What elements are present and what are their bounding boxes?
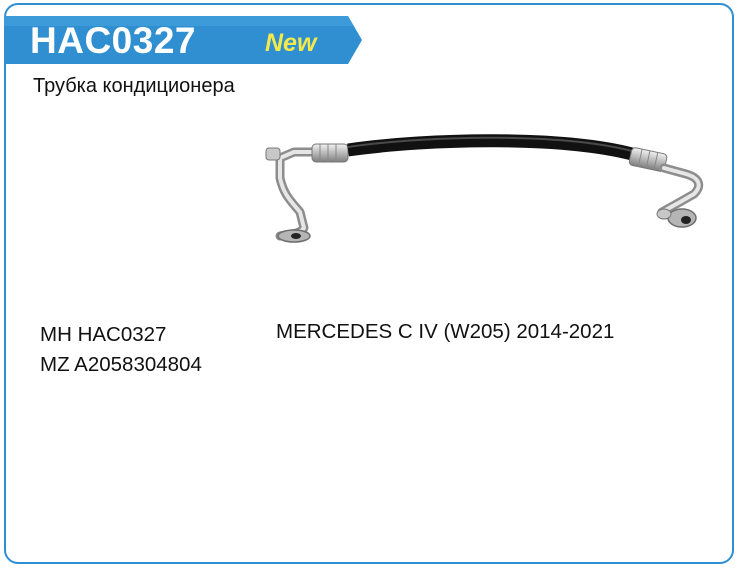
ac-pipe-icon [262, 130, 712, 250]
vehicle-application: MERCEDES C IV (W205) 2014-2021 [276, 320, 615, 343]
product-card [4, 3, 734, 564]
header-banner [4, 16, 362, 64]
product-description: Трубка кондиционера [33, 75, 235, 97]
reference-numbers: MH HAC0327 MZ A2058304804 [40, 320, 202, 380]
reference-mh: MH HAC0327 [40, 323, 167, 346]
new-badge: New [265, 29, 317, 57]
reference-mz: MZ A2058304804 [40, 353, 202, 376]
product-code: HAC0327 [30, 20, 196, 61]
